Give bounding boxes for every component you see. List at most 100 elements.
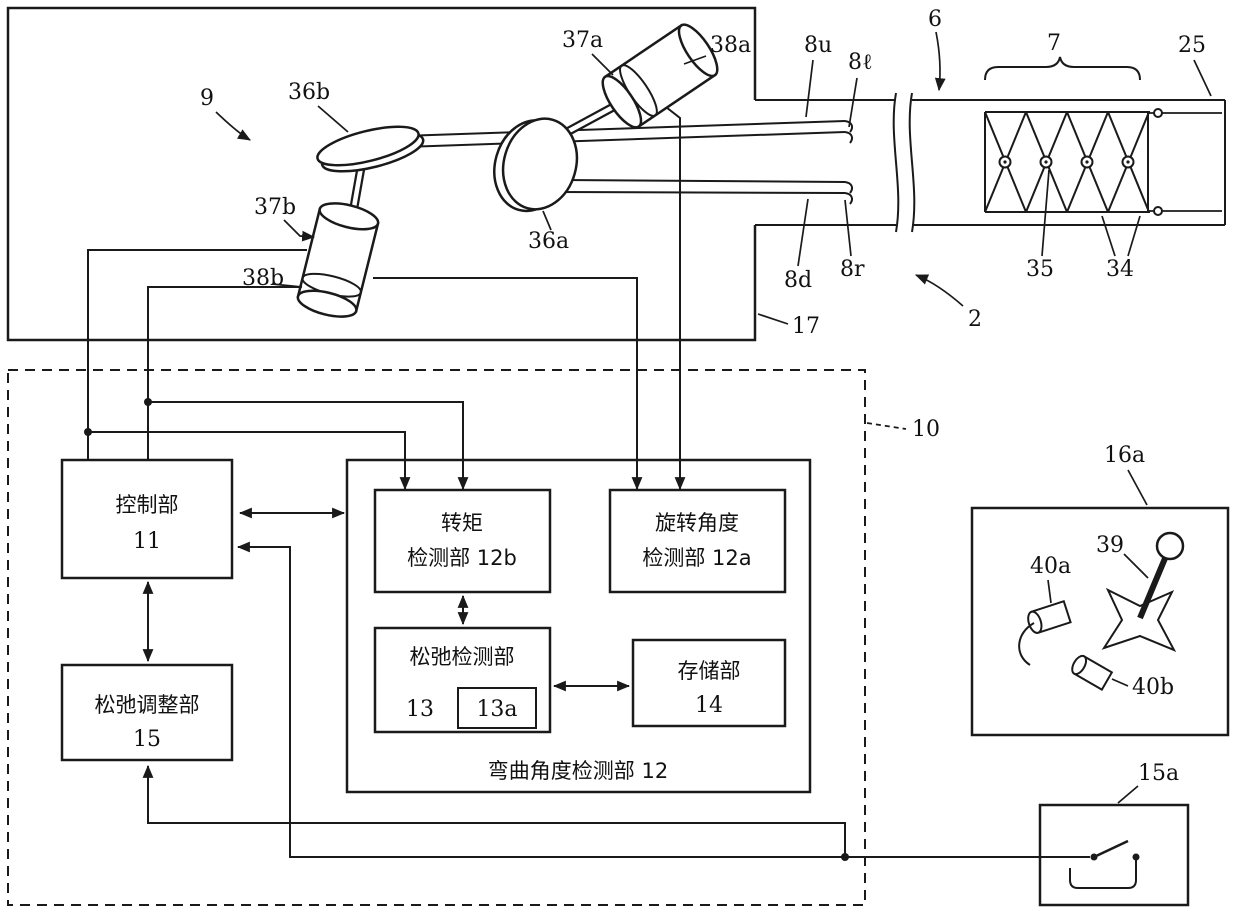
label-6: 6 [928, 7, 942, 32]
leader-17 [757, 313, 789, 325]
motor-38a [601, 23, 719, 129]
label-10: 10 [912, 417, 940, 442]
leader-40b [1111, 678, 1129, 687]
insertion-tube [755, 92, 1226, 233]
controller-dashed-box-10 [7, 369, 866, 906]
leader-37a [591, 53, 614, 76]
label-35: 35 [1026, 257, 1054, 282]
leader-8d [797, 198, 809, 267]
label-8l: 8ℓ [848, 50, 873, 75]
wire-8r [555, 191, 846, 194]
branch-to-torque-detector [88, 431, 411, 491]
torque-detector-line2: 检测部 12b [407, 546, 517, 570]
label-15a: 15a [1138, 761, 1179, 786]
slack-adjuster-title: 松弛调整部 [95, 693, 200, 717]
drive-wire-motor-38b [87, 249, 307, 460]
bend-detector-box-12 [345, 458, 812, 794]
torque-detector-line1: 转矩 [441, 511, 483, 535]
leader-38a [683, 55, 707, 65]
joystick-39 [1101, 531, 1185, 652]
leader-38b [271, 283, 303, 288]
leader-34a [1101, 215, 1116, 257]
label-34: 34 [1106, 257, 1134, 282]
switch-box-15a [1038, 803, 1190, 907]
label-36b: 36b [288, 80, 330, 105]
leader-16a [1127, 469, 1148, 506]
label-40b: 40b [1132, 675, 1174, 700]
switch-lever [1093, 839, 1129, 859]
junction-dot [841, 853, 849, 861]
label-38b: 38b [242, 266, 284, 291]
leader-25 [1193, 59, 1212, 97]
rivets-35 [998, 108, 1163, 216]
label-38a: 38a [710, 33, 751, 58]
storage-box-14 [631, 638, 787, 728]
leader-40a [1047, 579, 1052, 604]
junction-dot [144, 398, 152, 406]
leader-35 [1041, 169, 1050, 257]
torque-detector-box-12b [373, 488, 552, 594]
joystick-base [1101, 587, 1177, 652]
wire-8l [403, 131, 846, 148]
label-2: 2 [968, 307, 982, 332]
label-16a: 16a [1104, 443, 1145, 468]
label-9: 9 [200, 86, 214, 111]
leader-6 [934, 31, 946, 92]
leader-36b [317, 105, 349, 133]
operation-unit-box-16a [970, 506, 1230, 737]
leader-2 [914, 274, 964, 307]
label-8r: 8r [840, 257, 865, 282]
leader-39 [1123, 553, 1149, 579]
tube-break-mark [908, 92, 916, 233]
drive-wire-motor-38b-2 [147, 286, 335, 460]
slack-detector-sub-number: 13a [476, 697, 517, 722]
sensor-wire-38b-to-12a [373, 277, 643, 491]
leader-34b [1127, 215, 1141, 257]
reference-labels: 9 36b 37a 38a 8u 8ℓ 6 7 25 37b 38b 36a 8… [200, 7, 1212, 804]
wire-8d [561, 179, 846, 183]
label-37a: 37a [562, 28, 603, 53]
leader-37b [283, 219, 316, 242]
switch-symbol [1040, 839, 1140, 889]
leader-36a [542, 210, 552, 231]
leader-8u [805, 59, 814, 118]
bend-detector-caption: 弯曲角度检测部 12 [488, 759, 668, 783]
leader-9 [215, 111, 251, 141]
slack-detector-sub-box-13a [457, 687, 537, 729]
leader-15a [1117, 785, 1139, 804]
junction-dot [84, 428, 92, 436]
control-unit-title: 控制部 [116, 493, 179, 517]
housing-box-17 [6, 6, 757, 342]
leader-8r [844, 199, 852, 257]
leader-line-10 [866, 422, 907, 430]
sensor-40a-cable [1018, 622, 1035, 666]
wire-switch-to-control [236, 541, 1040, 858]
slack-adjuster-box-15 [60, 663, 234, 762]
rotation-detector-line2: 检测部 12a [642, 546, 751, 570]
slack-detector-number: 13 [406, 697, 434, 722]
pulley-36b [316, 125, 425, 173]
rotation-detector-box-12a [608, 488, 787, 594]
label-8u: 8u [804, 33, 832, 58]
sensor-40a [1027, 600, 1072, 634]
angulation-wires [401, 120, 854, 205]
rotation-detector-line1: 旋转角度 [655, 511, 739, 535]
slack-detector-title: 松弛检测部 [410, 645, 515, 669]
label-25: 25 [1178, 33, 1206, 58]
wire-switch-to-adjuster [142, 764, 846, 857]
motor-38b [296, 202, 380, 318]
leader-8l [848, 77, 858, 128]
bending-lattice-34 [984, 108, 1222, 216]
label-37b: 37b [254, 195, 296, 220]
controller-wiring [84, 99, 686, 491]
label-36a: 36a [528, 229, 569, 254]
storage-title: 存储部 [678, 659, 741, 683]
slack-adjuster-number: 15 [133, 727, 161, 752]
sensor-wire-38a-to-12a [656, 99, 686, 491]
brace-7 [984, 56, 1141, 81]
label-8d: 8d [784, 268, 812, 293]
wire-8u [401, 120, 846, 137]
storage-number: 14 [695, 693, 723, 718]
block-arrows [142, 507, 1040, 861]
